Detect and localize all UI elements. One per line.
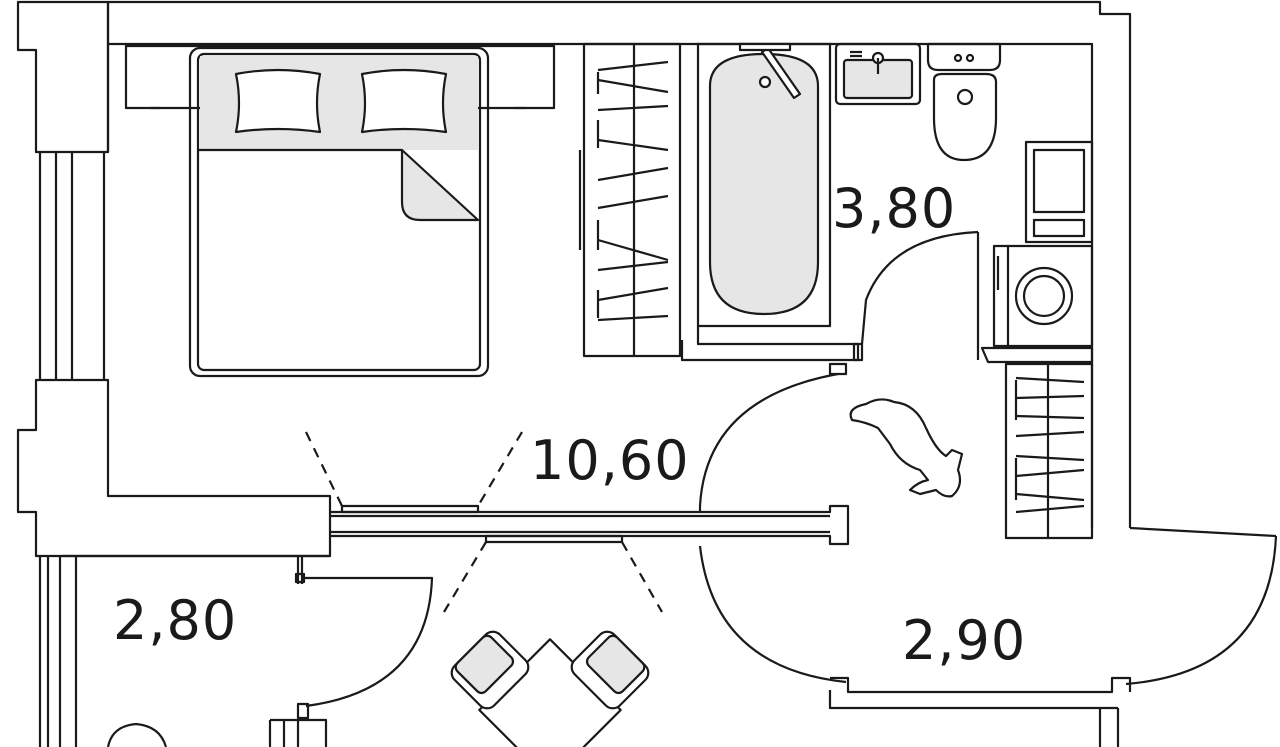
entrance-door <box>698 526 1278 747</box>
wardrobe <box>578 42 682 358</box>
boiler <box>1024 140 1094 244</box>
balcony-area-label: 2,80 <box>113 589 238 652</box>
cat-figure <box>849 398 964 498</box>
living-room-door <box>698 362 848 512</box>
sink <box>834 42 922 106</box>
washing-machine <box>980 244 1094 364</box>
bathroom-area-label: 3,80 <box>832 177 957 240</box>
balcony-door <box>106 576 434 747</box>
tv-unit <box>305 431 663 613</box>
toilet <box>926 42 1002 162</box>
double-bed <box>124 44 556 378</box>
dining-table <box>450 630 650 747</box>
hall-closet <box>1004 362 1094 540</box>
bathroom-door <box>852 230 980 362</box>
bathtub <box>680 42 860 362</box>
hallway-area-label: 2,90 <box>902 609 1027 672</box>
living-room-area-label: 10,60 <box>530 429 690 492</box>
interior-partition <box>294 504 850 584</box>
